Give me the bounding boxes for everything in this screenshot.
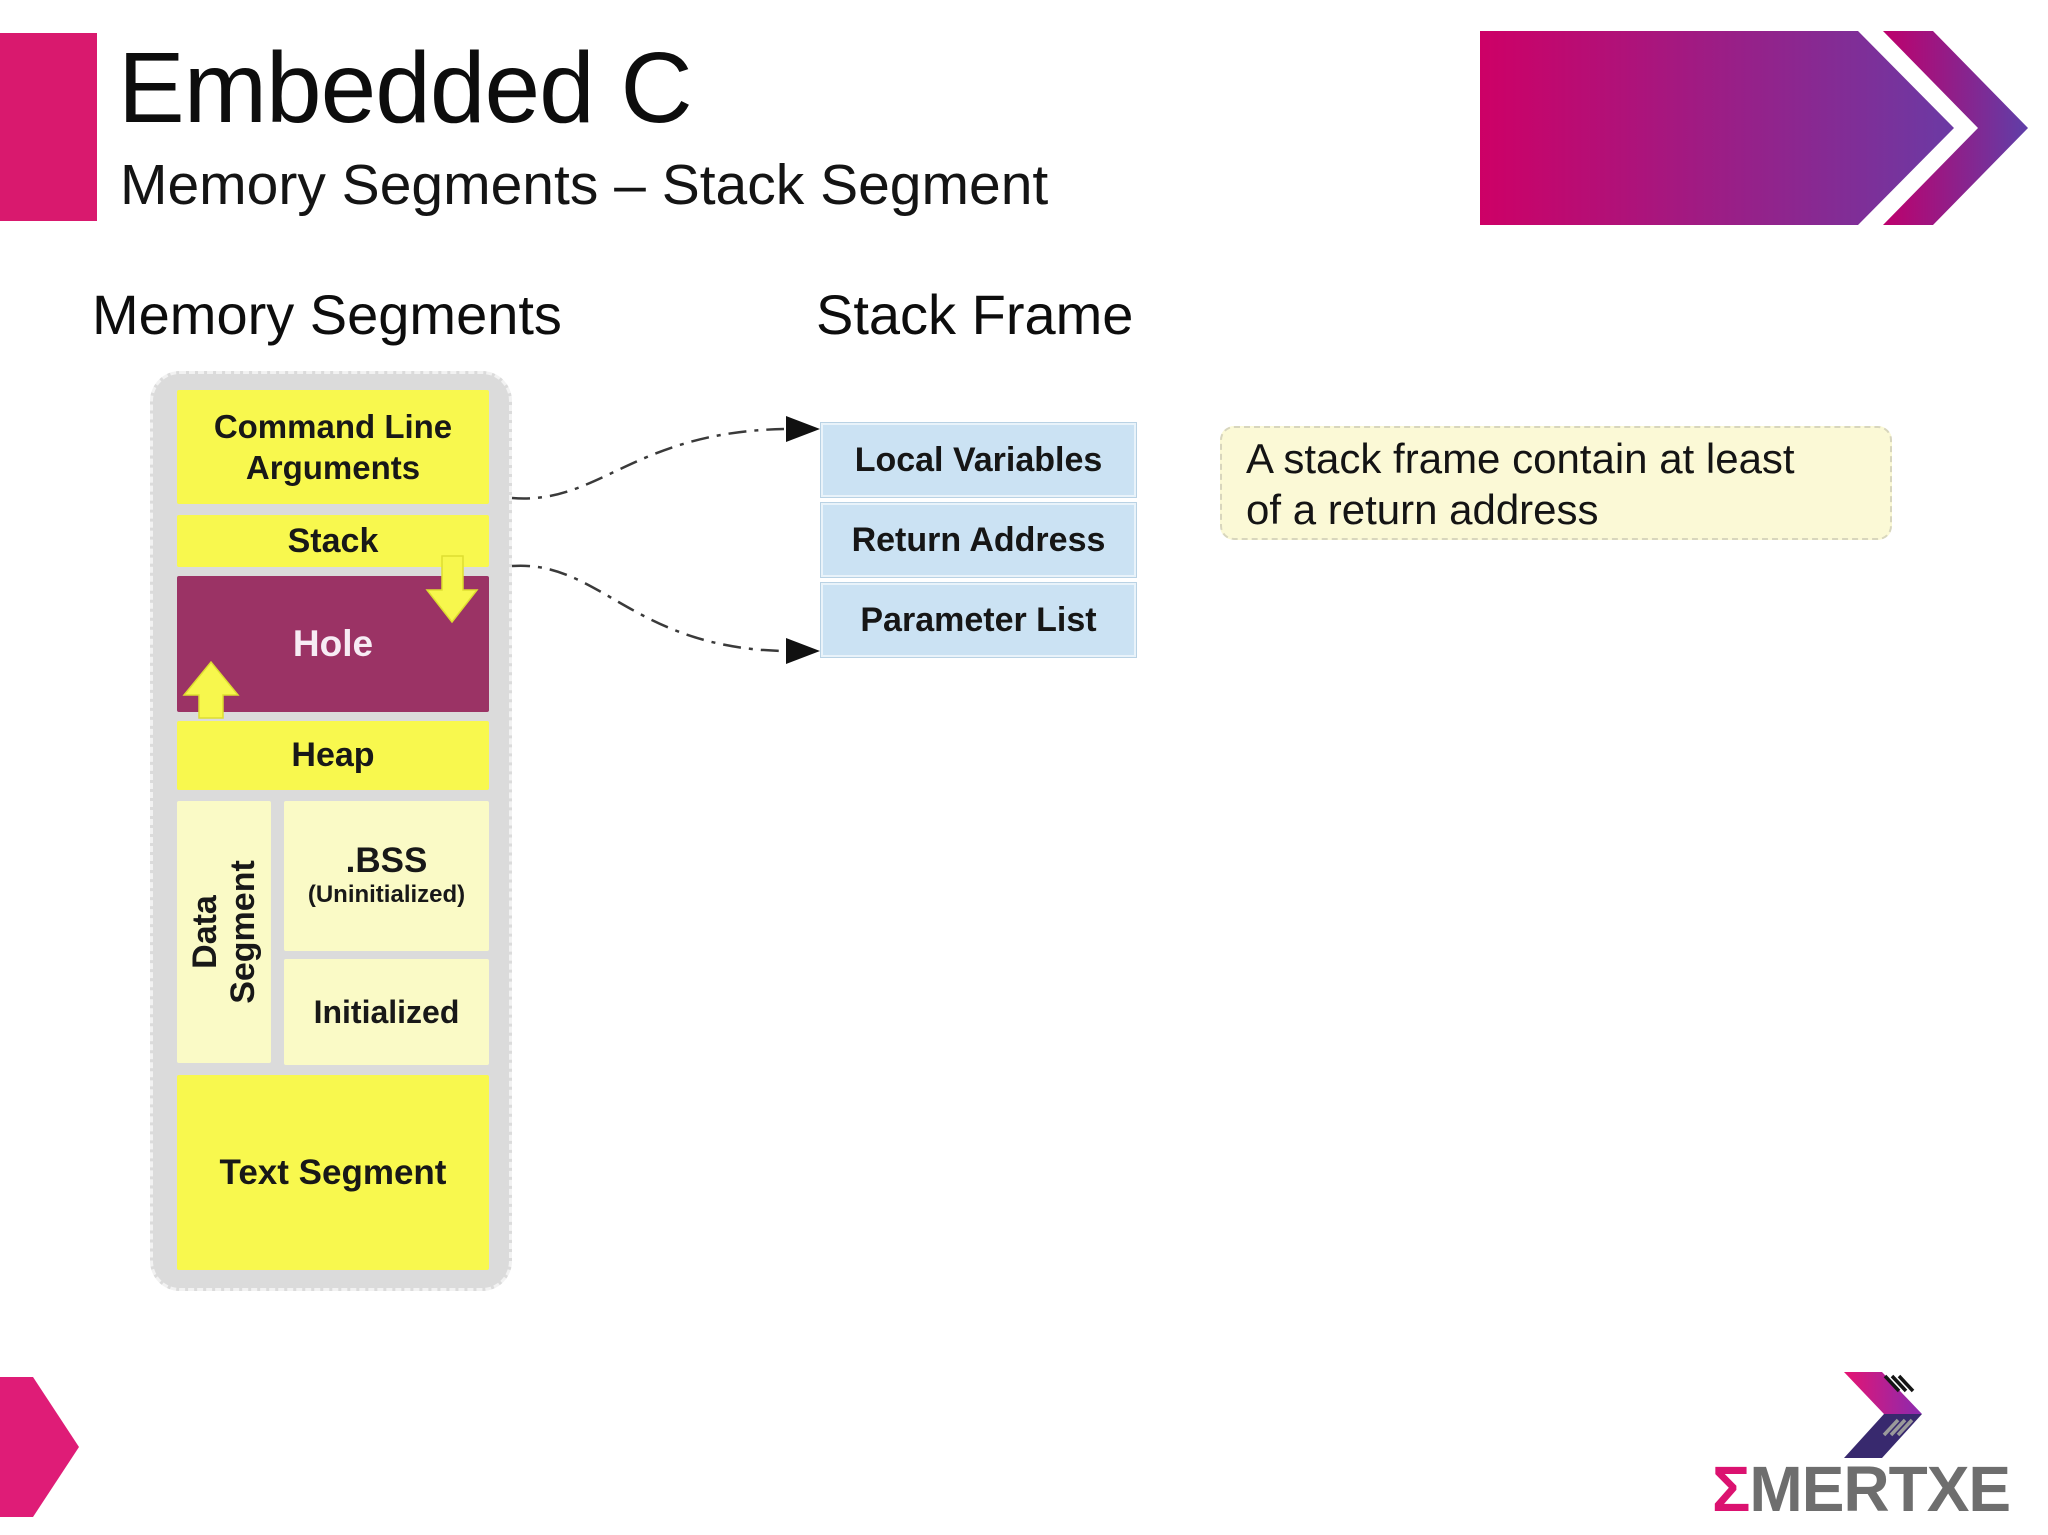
segment-initialized: Initialized [284, 959, 489, 1065]
logo-rest: MERTXE [1749, 1453, 2011, 1525]
logo-wordmark: ΣMERTXE [1712, 1452, 2011, 1526]
accent-square [0, 33, 97, 221]
logo-sigma: Σ [1712, 1453, 1750, 1525]
decorative-arrow-icon [1480, 31, 2028, 225]
segment-command-line-arguments: Command Line Arguments [177, 390, 489, 504]
segment-data: Data Segment [177, 801, 271, 1063]
bss-subtitle: (Uninitialized) [307, 880, 466, 908]
connector-curve-top [511, 427, 785, 500]
page-title: Embedded C [118, 32, 693, 144]
segment-stack: Stack [177, 515, 489, 567]
note-line-1: A stack frame contain at least [1246, 435, 1795, 482]
frame-box-local-variables: Local Variables [820, 422, 1137, 498]
connector-arrowhead-top-icon [786, 416, 820, 442]
segment-bss: .BSS (Uninitialized) [284, 801, 489, 951]
segment-heap: Heap [177, 721, 489, 790]
segment-hole: Hole [177, 576, 489, 712]
memory-segments-diagram: Command Line Arguments Stack Hole Heap D… [150, 371, 512, 1291]
stack-frame-heading: Stack Frame [816, 283, 1134, 346]
connector-curve-bottom [511, 564, 785, 653]
memory-segments-heading: Memory Segments [92, 283, 562, 346]
footer-accent-arrow-icon [0, 1377, 79, 1517]
frame-box-return-address: Return Address [820, 502, 1137, 578]
connector-arrowhead-bottom-icon [786, 638, 820, 664]
logo-mark-icon [1844, 1372, 1922, 1458]
frame-box-parameter-list: Parameter List [820, 582, 1137, 658]
note-line-2: of a return address [1246, 486, 1599, 533]
segment-text: Text Segment [177, 1075, 489, 1270]
bss-title: .BSS [345, 841, 428, 881]
page-subtitle: Memory Segments – Stack Segment [120, 153, 1049, 217]
data-segment-label: Data Segment [185, 860, 262, 1004]
note-callout: A stack frame contain at least of a retu… [1220, 426, 1892, 540]
